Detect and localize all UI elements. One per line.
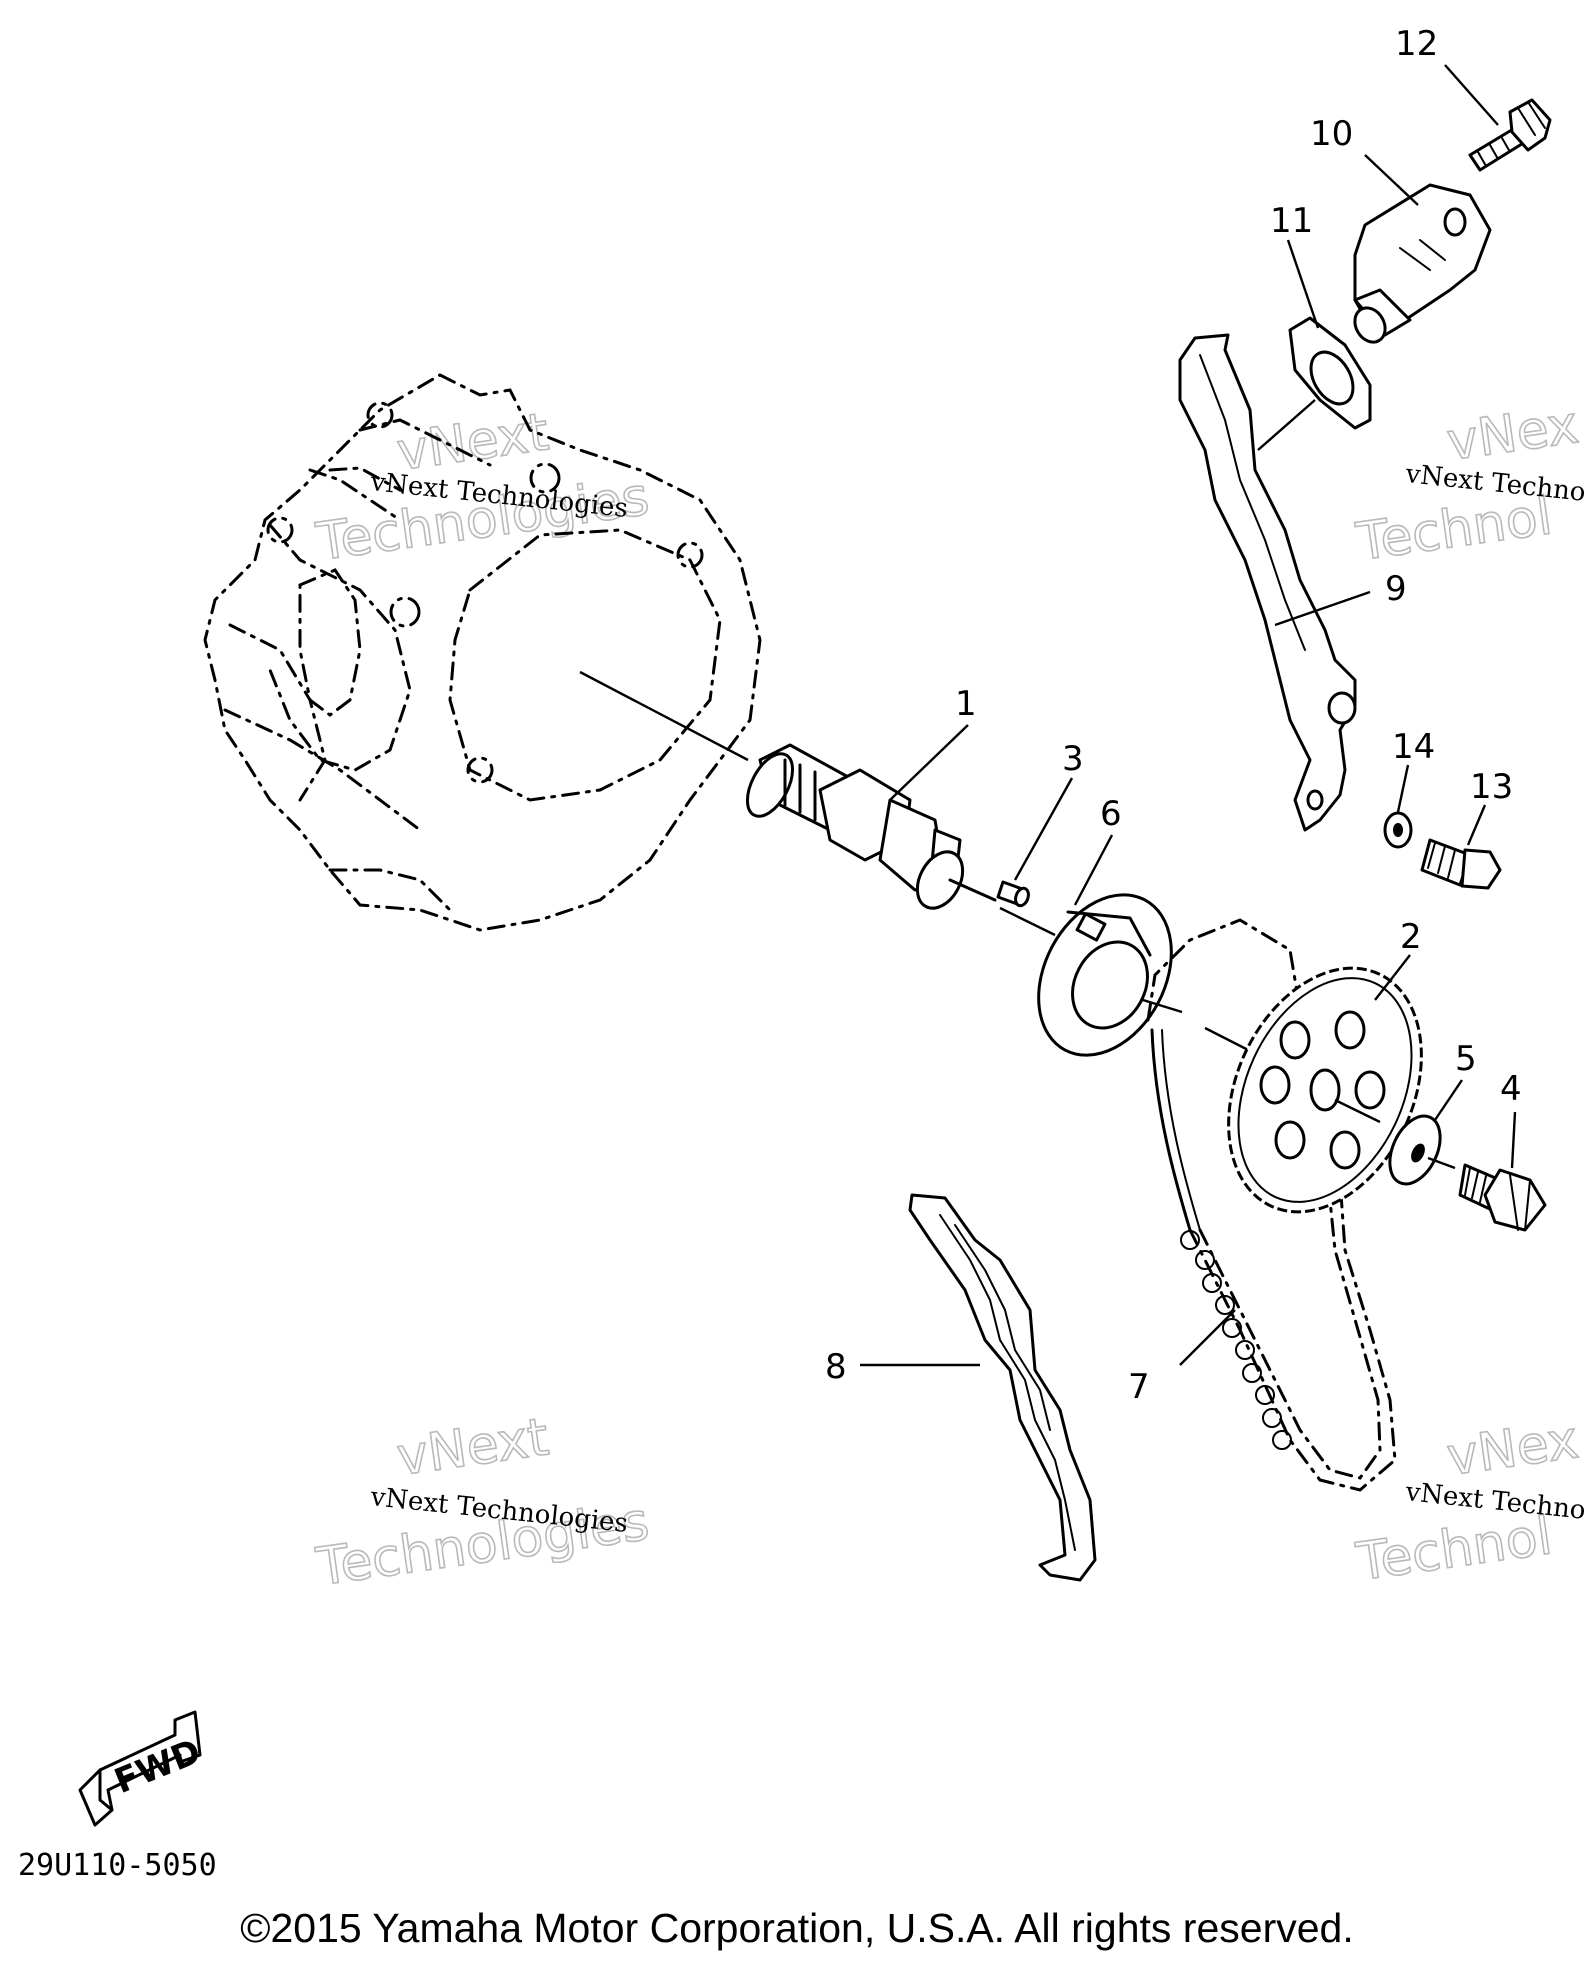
timing-chain [1146, 918, 1397, 1492]
callout-10: 10 [1310, 114, 1353, 154]
cam-sprocket [1204, 966, 1423, 1214]
callout-9: 9 [1385, 569, 1407, 609]
callout-3: 3 [1062, 739, 1084, 779]
axis-line-head [579, 670, 749, 762]
callout-2: 2 [1400, 917, 1422, 957]
callout-6: 6 [1100, 794, 1122, 834]
watermark-vnext: vNext [393, 402, 552, 483]
watermark-bottom-right: vNex Technol vNext Techno [1352, 1409, 1587, 1593]
guide-bolt [1420, 838, 1502, 890]
washer [1388, 1114, 1456, 1186]
tensioner-bolt [1468, 98, 1552, 172]
axis-line-cam [999, 906, 1056, 937]
watermark-bottom-left: vNext Technologies vNext Technologies [312, 1407, 654, 1599]
callout-12: 12 [1395, 24, 1438, 64]
copyright-notice: ©2015 Yamaha Motor Corporation, U.S.A. A… [240, 1905, 1354, 1951]
watermark-vnext: vNext [393, 1407, 552, 1488]
chain-tensioner [1353, 183, 1492, 344]
sprocket-bolt [1458, 1163, 1547, 1232]
chain-guide-rear [1178, 333, 1357, 832]
fwd-arrow-icon: FWD [78, 1710, 206, 1827]
chain-links [1180, 1230, 1292, 1450]
tensioner-gasket [1257, 316, 1372, 451]
callout-5: 5 [1455, 1039, 1477, 1079]
dowel-pin [996, 880, 1030, 908]
part-code: 29U110-5050 [18, 1848, 217, 1883]
callout-8: 8 [825, 1347, 847, 1387]
callout-14: 14 [1392, 727, 1435, 767]
callout-13: 13 [1470, 767, 1513, 807]
chain-guide-front [908, 1193, 1097, 1582]
rotor [1037, 893, 1183, 1057]
leader-lines [860, 64, 1517, 1367]
camshaft [745, 743, 997, 910]
cylinder-head-outline [203, 373, 762, 932]
watermark-vnext-partial: vNex [1443, 395, 1582, 473]
guide-washer [1383, 811, 1413, 849]
callout-4: 4 [1500, 1069, 1522, 1109]
watermark-top-right: vNex Technol vNext Techno [1352, 394, 1587, 573]
watermark-vnext-partial: vNex [1443, 1410, 1582, 1488]
callout-1: 1 [955, 684, 977, 724]
callout-11: 11 [1270, 201, 1313, 241]
callout-7: 7 [1128, 1367, 1150, 1407]
callout-labels: 1 2 3 4 5 6 7 8 9 10 11 12 13 14 [825, 24, 1522, 1407]
